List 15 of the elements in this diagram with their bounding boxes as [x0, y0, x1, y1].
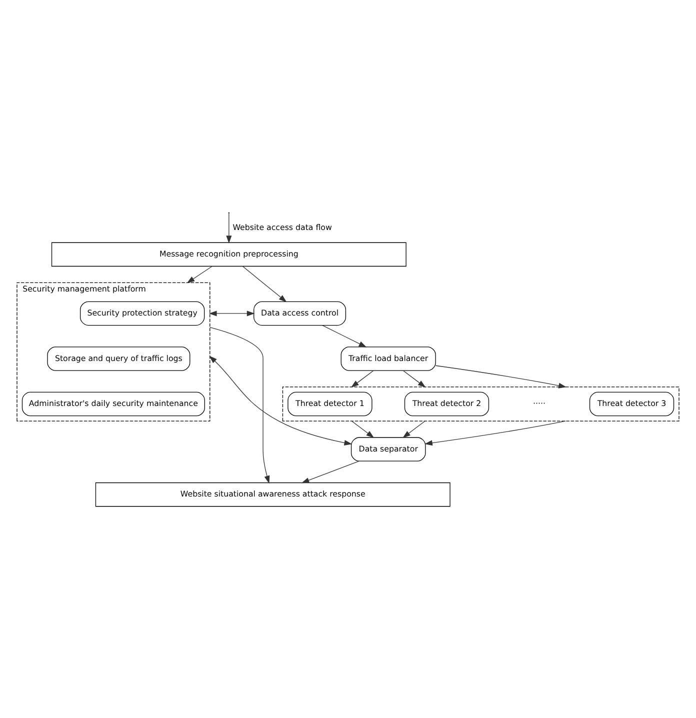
arrow [402, 420, 426, 438]
arrow [301, 460, 360, 483]
arrow [322, 324, 367, 347]
arrow [209, 355, 352, 445]
arrow [208, 310, 255, 316]
arrow [350, 370, 374, 388]
arrow [210, 326, 270, 484]
arrow [242, 266, 287, 302]
arrow [403, 370, 426, 388]
cluster [282, 386, 680, 421]
arrow [226, 212, 232, 244]
arrow [435, 364, 566, 388]
arrow [424, 420, 566, 446]
arrow [351, 420, 374, 438]
arrow [186, 266, 212, 283]
